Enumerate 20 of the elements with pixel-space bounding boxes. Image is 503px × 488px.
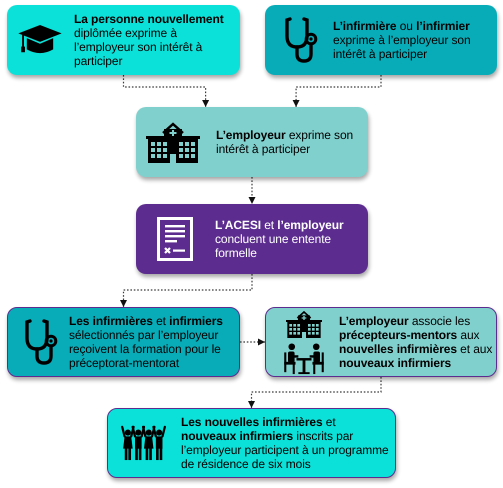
arrow (248, 377, 382, 408)
process-box (265, 307, 497, 377)
arrow (292, 75, 382, 107)
step-text: Les nouvelles infirmières et nouveaux infirmiers inscrits par l’employeur participent à un programme de résidence de six mois (181, 415, 390, 471)
process-box (136, 107, 368, 177)
step-text: La personne nouvellement diplômée exprime à l’employeur son intérêt à participer (74, 12, 225, 68)
process-box (265, 5, 497, 75)
process-box (107, 408, 396, 478)
step-text: Les infirmières et infirmiers sélectionnés par l’employeur reçoivent la formation pour le préceptorat-mentorat (69, 314, 224, 370)
arrow (248, 177, 256, 204)
process-box (136, 204, 368, 274)
step-text: L’employeur associe les précepteurs-mentors aux nouvelles infirmières et aux nouveaux infirmiers (339, 314, 493, 370)
process-box (7, 5, 240, 75)
step-text: L’ACESI et l’employeur concluent une entente formelle (215, 218, 345, 260)
arrow (122, 75, 210, 107)
process-box (7, 307, 240, 377)
arrow (120, 274, 253, 307)
step-text: L’infirmière ou l’infirmier exprime à l’employeur son intérêt à participer (333, 19, 472, 61)
arrow (240, 338, 265, 346)
step-text: L’employeur exprime son intérêt à participer (216, 128, 354, 156)
